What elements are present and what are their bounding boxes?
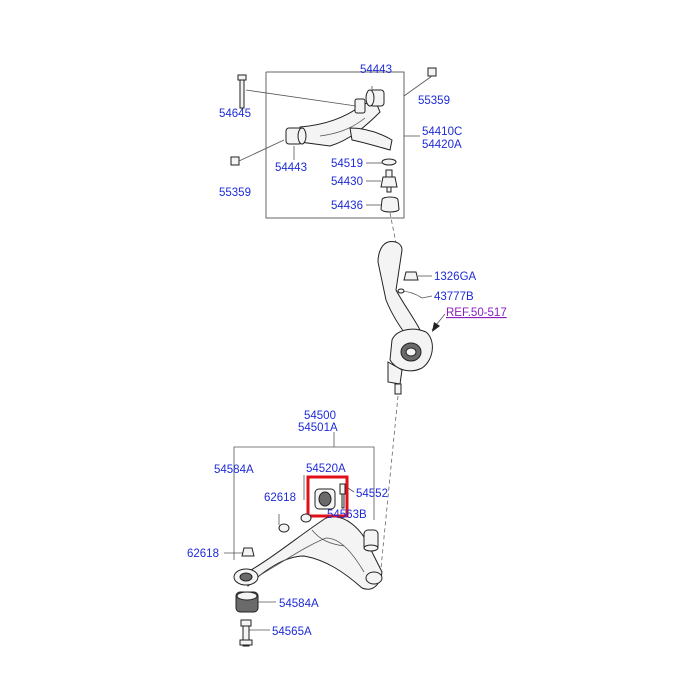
- dust-cover-54436: [380, 196, 400, 213]
- lower-arm-front-bushing: [233, 568, 259, 586]
- leader-55359-right: [403, 75, 433, 97]
- bolt-54645: [237, 74, 247, 109]
- ball-joint-eye: [365, 571, 383, 585]
- upper-control-arm: [299, 99, 393, 151]
- leader-43777b: [421, 295, 433, 299]
- bushing-54584a: [235, 591, 259, 613]
- bolt-54565a: [239, 619, 253, 647]
- label-54520a: 54520A: [306, 463, 346, 475]
- ball-joint-54430: [380, 169, 398, 193]
- ref-arrowhead: [432, 322, 440, 332]
- label-54410c: 54410C: [422, 126, 462, 138]
- label-ref-50-517[interactable]: REF.50-517: [446, 307, 507, 319]
- lower-assembly-bracket: [233, 446, 375, 560]
- label-55359-left: 55359: [219, 187, 251, 199]
- bolt-54552: [339, 483, 346, 509]
- upper-assembly-frame: [265, 71, 405, 219]
- leader-54645: [245, 89, 357, 107]
- label-54584a-bottom: 54584A: [279, 598, 319, 610]
- upper-arm-bushing-right: [354, 89, 385, 114]
- sleeve-62618-upper: [300, 513, 312, 523]
- nut-62618-upper: [278, 523, 290, 533]
- label-54519: 54519: [331, 158, 363, 170]
- label-54563b: 54563B: [327, 509, 367, 521]
- nut-55359-left: [230, 156, 240, 166]
- nut-62618-lower: [241, 547, 255, 557]
- label-54500: 54500: [304, 410, 336, 422]
- nut-1326ga: [403, 271, 419, 281]
- label-54443-top: 54443: [360, 64, 392, 76]
- label-54584a-top: 54584A: [214, 464, 254, 476]
- label-1326ga: 1326GA: [434, 271, 477, 283]
- label-54420a: 54420A: [422, 139, 462, 151]
- label-54430: 54430: [331, 176, 363, 188]
- cotter-pin-43777b: [397, 288, 423, 299]
- highlight-box[interactable]: [306, 475, 349, 518]
- nut-55359-right: [427, 67, 437, 77]
- label-55359-right: 55359: [418, 95, 450, 107]
- leader-55359-left: [238, 139, 285, 162]
- dashed-link-upper: [389, 212, 397, 244]
- label-54565a: 54565A: [272, 626, 312, 638]
- label-54436: 54436: [331, 200, 363, 212]
- label-54501a: 54501A: [298, 422, 338, 434]
- lower-arm-rear-bushing: [363, 529, 379, 552]
- upper-arm-bushing-left: [285, 127, 307, 145]
- label-62618-upper: 62618: [264, 492, 296, 504]
- bushing-54520a: [314, 488, 336, 510]
- label-54645: 54645: [219, 108, 251, 120]
- leader-54552: [347, 487, 355, 493]
- label-62618-lower: 62618: [187, 548, 219, 560]
- dashed-link-lower: [379, 395, 399, 579]
- label-54443-left: 54443: [275, 162, 307, 174]
- lower-control-arm: [243, 516, 383, 590]
- label-54552: 54552: [356, 488, 388, 500]
- label-43777b: 43777B: [434, 291, 474, 303]
- snap-ring-54519: [381, 158, 397, 166]
- steering-knuckle: [377, 241, 433, 395]
